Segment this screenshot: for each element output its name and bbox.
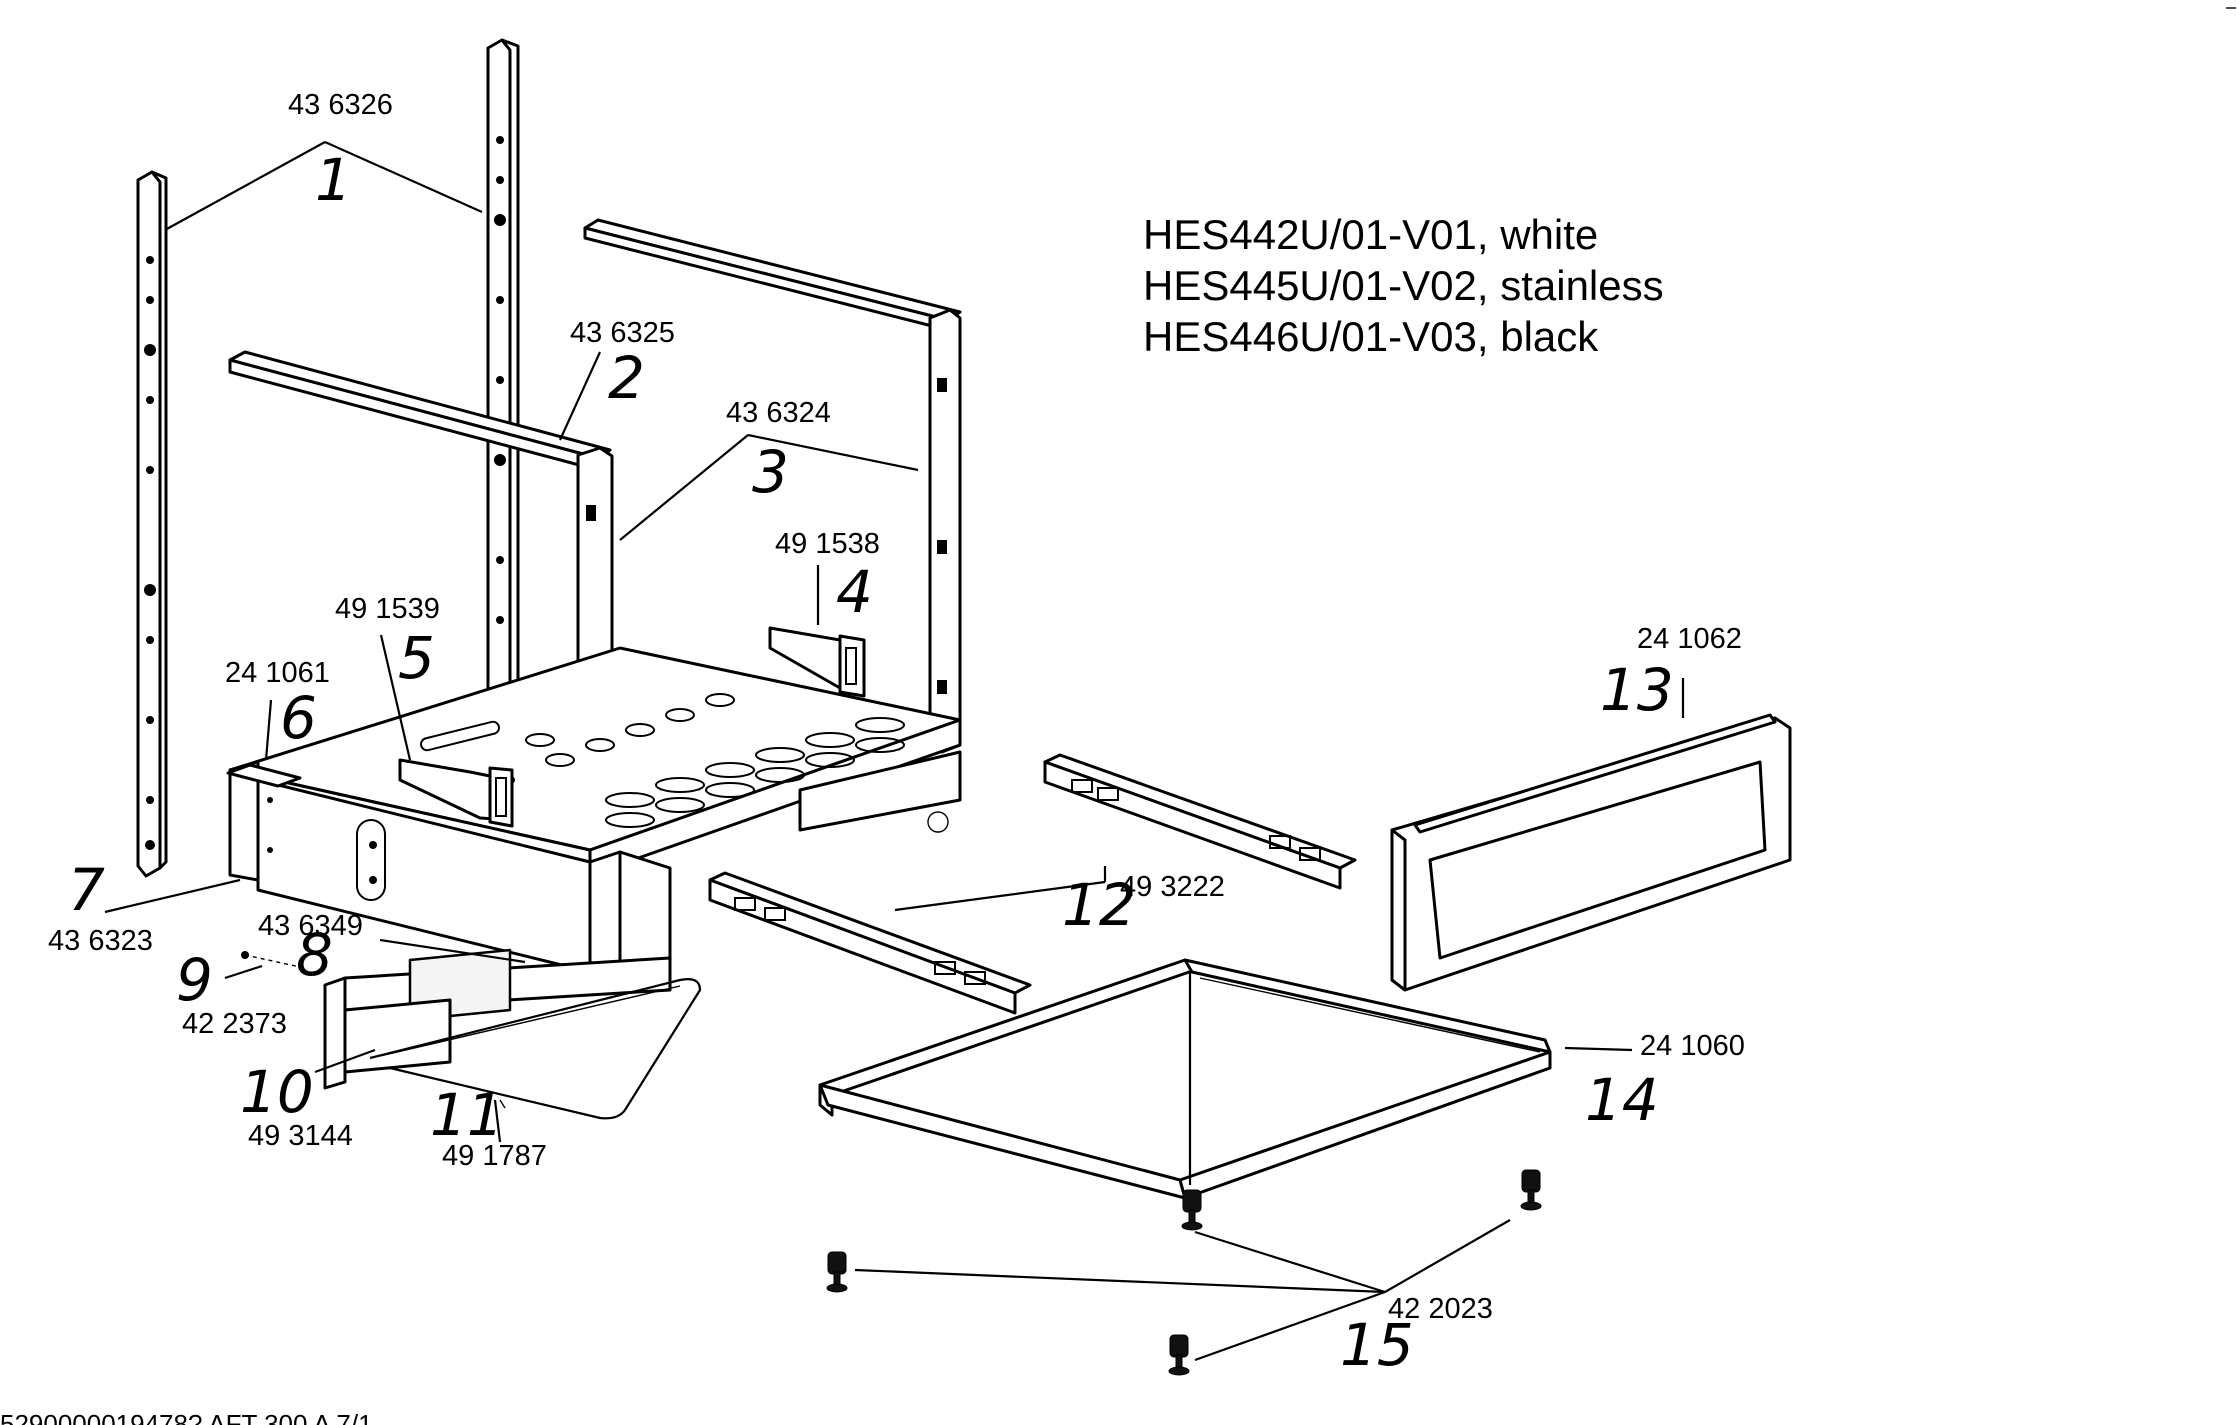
ref-13: 13 <box>1600 656 1674 724</box>
ref-9: 9 <box>176 946 213 1014</box>
part-12-slide-rails <box>708 753 1357 1015</box>
foot-center <box>1181 1189 1203 1231</box>
model-1: HES442U/01-V01, white <box>1143 211 1598 258</box>
model-3: HES446U/01-V03, black <box>1143 313 1599 360</box>
pn-14: 24 1060 <box>1640 1030 1745 1062</box>
foot-right <box>1520 1169 1542 1211</box>
part-4-bracket <box>768 626 866 698</box>
pn-13: 24 1062 <box>1637 623 1742 655</box>
reference-numbers: 1 2 3 4 5 6 7 8 9 10 11 12 13 14 15 <box>68 146 1674 1379</box>
footer-code: 5290000019478? AFT 300 A 7/1 <box>0 1409 373 1425</box>
ref-4: 4 <box>836 558 873 626</box>
foot-left <box>826 1251 848 1293</box>
ref-5: 5 <box>398 624 435 692</box>
ref-11: 11 <box>430 1081 504 1149</box>
part-8-part-10-drawer-front <box>323 948 672 1090</box>
pn-5: 49 1539 <box>335 593 440 625</box>
ref-6: 6 <box>280 684 317 752</box>
ref-15: 15 <box>1340 1311 1414 1379</box>
pn-10: 49 3144 <box>248 1120 353 1152</box>
pn-4: 49 1538 <box>775 528 880 560</box>
pn-1: 43 6326 <box>288 89 393 121</box>
part-11-wire-rack <box>369 978 702 1120</box>
pn-6: 24 1061 <box>225 657 330 689</box>
part-5-bracket <box>398 758 514 828</box>
model-2: HES445U/01-V02, stainless <box>1143 262 1664 309</box>
pn-2: 43 6325 <box>570 317 675 349</box>
foot-bottom <box>1168 1334 1190 1376</box>
ref-1: 1 <box>315 146 352 214</box>
ref-12: 12 <box>1062 871 1136 939</box>
pn-11: 49 1787 <box>442 1140 547 1172</box>
pn-8: 43 6349 <box>258 910 363 942</box>
pn-9: 42 2373 <box>182 1008 287 1040</box>
leader-lines <box>104 140 1685 1362</box>
ref-7: 7 <box>68 856 105 924</box>
part-13-drawer-front <box>1390 713 1792 992</box>
part-1-left-upright <box>136 170 168 878</box>
part-3-back-frame <box>583 218 962 754</box>
part-14-drawer-frame <box>818 958 1552 1200</box>
pn-12: 49 3222 <box>1120 871 1225 903</box>
pn-7: 43 6323 <box>48 925 153 957</box>
pn-3: 43 6324 <box>726 397 831 429</box>
ref-3: 3 <box>752 438 789 506</box>
louvres <box>420 693 905 828</box>
pn-15: 42 2023 <box>1388 1293 1493 1325</box>
ref-8: 8 <box>296 921 333 989</box>
part-6-corner-gusset <box>226 763 302 788</box>
ref-14: 14 <box>1585 1066 1659 1134</box>
part-15-feet <box>826 1169 1542 1376</box>
part-9-screw <box>241 951 301 968</box>
model-list: HES442U/01-V01, white HES445U/01-V02, st… <box>1143 211 1664 360</box>
part-number-labels: 43 6326 43 6325 43 6324 49 1538 49 1539 … <box>48 89 1745 1325</box>
ref-2: 2 <box>608 344 645 412</box>
ref-10: 10 <box>240 1058 314 1126</box>
